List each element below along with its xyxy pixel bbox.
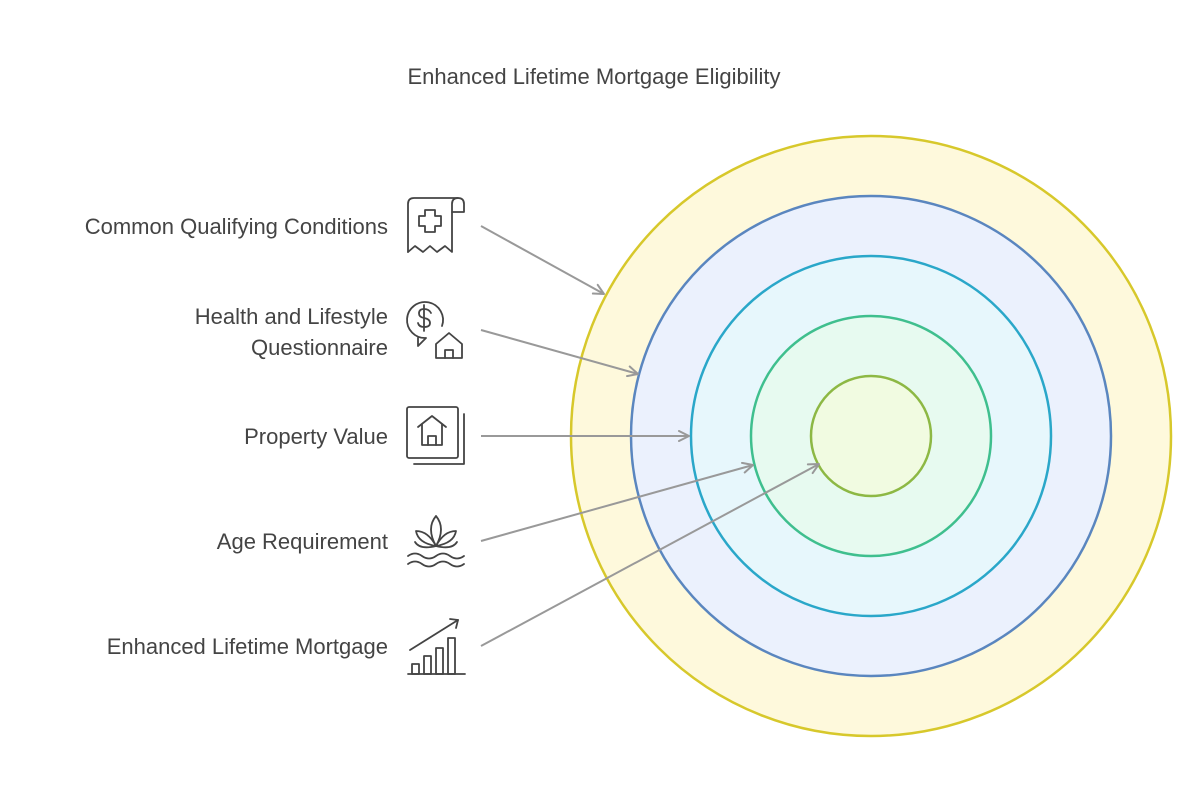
arrow-age-requirement [480, 461, 754, 542]
growth-chart-icon [407, 618, 466, 675]
ring-group [569, 134, 1173, 738]
medical-receipt-icon [407, 197, 465, 253]
diagram-title: Enhanced Lifetime Mortgage Eligibility [408, 64, 781, 89]
label-enhanced-lifetime-mortgage: Enhanced Lifetime Mortgage [107, 634, 388, 659]
label-common-qualifying-conditions: Common Qualifying Conditions [85, 214, 388, 239]
label-group: Common Qualifying Conditions Health and … [85, 214, 388, 659]
arrow-group [480, 225, 820, 647]
ring-enhanced-lifetime-mortgage [809, 374, 933, 498]
arrow-common-qualifying-conditions [480, 225, 605, 295]
dollar-house-icon [406, 301, 463, 359]
arrow-enhanced-lifetime-mortgage [480, 463, 820, 647]
house-frame-icon [406, 406, 465, 465]
label-property-value: Property Value [244, 424, 388, 449]
arrow-health-lifestyle-questionnaire [480, 329, 639, 378]
label-health-lifestyle-line2: Questionnaire [251, 335, 388, 360]
label-age-requirement: Age Requirement [217, 529, 388, 554]
lotus-icon [407, 515, 465, 568]
label-health-lifestyle-line1: Health and Lifestyle [195, 304, 388, 329]
